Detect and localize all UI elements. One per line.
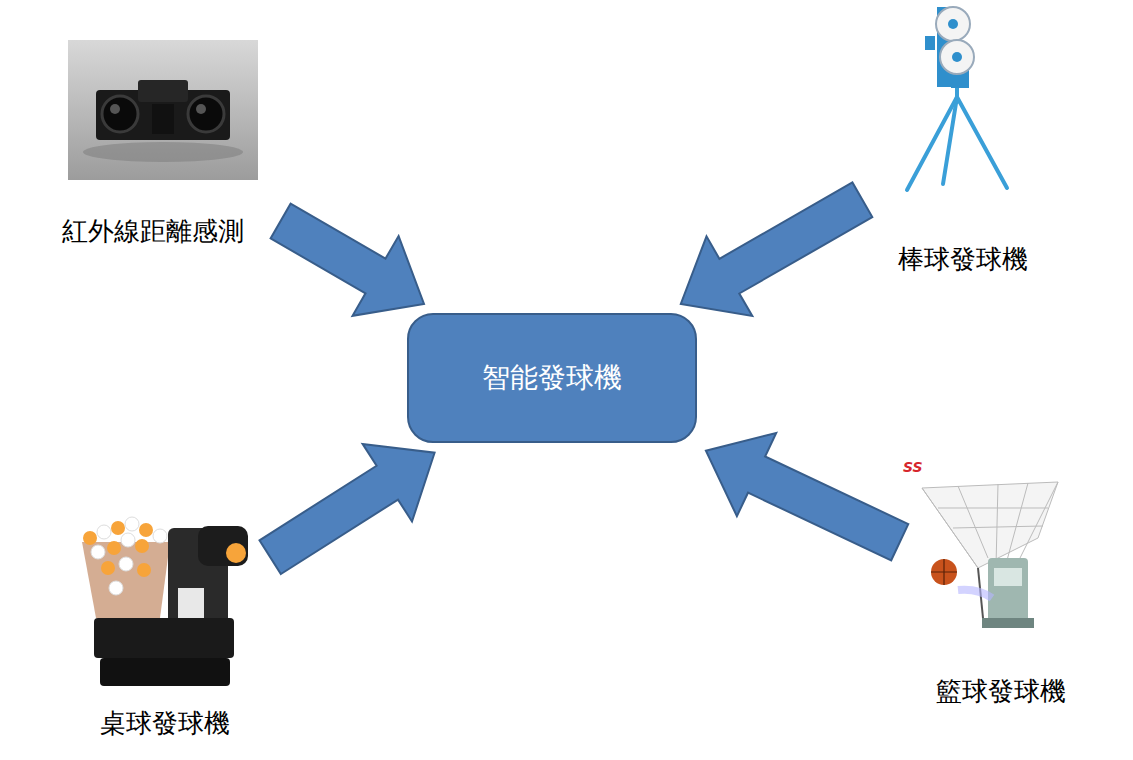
picture-item: 籃球發球機 (916, 466, 1086, 714)
brand-logo: SS (903, 459, 923, 475)
item-caption: 紅外線距離感測 (40, 216, 265, 247)
sensor-photo (68, 40, 258, 180)
item-caption: 桌球發球機 (75, 708, 255, 739)
block-arrow (681, 182, 873, 316)
picture-item: 桌球發球機 (75, 506, 255, 742)
picture-item: 紅外線距離感測 (40, 36, 265, 258)
item-caption: 籃球發球機 (916, 676, 1086, 707)
baseball-machine (895, 2, 1025, 194)
picture-item: 棒球發球機 (878, 0, 1048, 284)
process-box: 智能發球機 (407, 313, 697, 443)
basketball-machine (918, 478, 1066, 634)
block-arrow (706, 433, 908, 560)
item-caption: 棒球發球機 (878, 244, 1048, 275)
box-text: 智能發球機 (482, 359, 622, 397)
block-arrow (271, 204, 424, 316)
block-arrow (260, 444, 435, 574)
table-tennis-machine (78, 508, 258, 694)
